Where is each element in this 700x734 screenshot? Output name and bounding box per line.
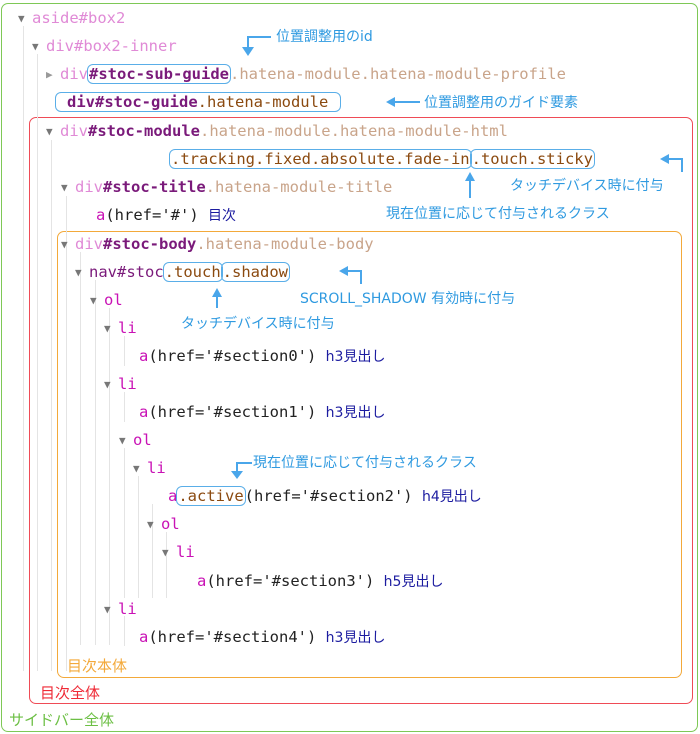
caret-down-icon[interactable]: ▼ — [18, 12, 25, 25]
indent-guide — [37, 54, 38, 671]
indent-guide — [124, 616, 125, 646]
stoc-module-extra-classes: .tracking.fixed.absolute.fade-in.touch.s… — [169, 149, 595, 169]
note-id-for-position: 位置調整用のid — [276, 29, 373, 45]
indent-guide — [95, 280, 96, 645]
arrow-down-icon — [242, 47, 254, 56]
arrow-line — [236, 462, 238, 472]
caret-down-icon[interactable]: ▼ — [90, 294, 97, 307]
tree-node-stoc-guide[interactable]: div#stoc-guide.hatena-module — [55, 91, 342, 113]
tree-node-li[interactable]: ▼li — [133, 457, 166, 479]
arrow-up-icon — [212, 288, 222, 297]
arrow-line — [347, 270, 361, 272]
tree-node-aside[interactable]: ▼aside#box2 — [18, 7, 125, 29]
tree-node-title-link[interactable]: a(href='#') 目次 — [96, 206, 237, 224]
tree-node-link-section0[interactable]: a(href='#section0') h3見出し — [139, 347, 386, 365]
arrow-line — [668, 158, 682, 160]
caret-down-icon[interactable]: ▼ — [104, 603, 111, 616]
tree-node-ol[interactable]: ▼ol — [147, 513, 180, 535]
tree-node-nav[interactable]: ▼nav#stoc.touch.shadow — [75, 261, 290, 283]
tree-node-stoc-module[interactable]: ▼div#stoc-module.hatena-module.hatena-mo… — [46, 120, 508, 142]
caret-down-icon[interactable]: ▼ — [32, 40, 39, 53]
indent-guide — [66, 196, 67, 671]
indent-guide — [124, 392, 125, 422]
note-scroll-shadow: SCROLL_SHADOW 有効時に付与 — [300, 291, 516, 307]
indent-guide — [51, 140, 52, 671]
tree-node-li[interactable]: ▼li — [162, 541, 195, 563]
arrow-line — [247, 36, 271, 38]
indent-guide — [138, 476, 139, 598]
note-by-position-active: 現在位置に応じて付与されるクラス — [253, 455, 477, 471]
indent-guide — [152, 504, 153, 598]
arrow-left-icon — [660, 154, 669, 164]
tree-node-stoc-sub-guide[interactable]: ▶div#stoc-sub-guide.hatena-module.hatena… — [46, 63, 566, 85]
arrow-up-icon — [465, 172, 475, 181]
indent-guide — [109, 308, 110, 645]
arrow-line — [216, 296, 218, 308]
note-guide-element: 位置調整用のガイド要素 — [424, 95, 578, 111]
arrow-line — [236, 462, 252, 464]
arrow-line — [469, 180, 471, 198]
tree-node-li[interactable]: ▼li — [104, 317, 137, 339]
caret-down-icon[interactable]: ▼ — [61, 238, 68, 251]
toc-region-box — [29, 117, 693, 704]
arrow-left-icon — [339, 266, 348, 276]
tree-node-link-section2-active[interactable]: a.active(href='#section2') h4見出し — [168, 486, 482, 506]
indent-guide — [124, 336, 125, 366]
toc-body-region-box — [57, 231, 682, 678]
tree-node-stoc-title[interactable]: ▼div#stoc-title.hatena-module-title — [61, 176, 392, 198]
indent-guide — [80, 252, 81, 645]
label-toc-body: 目次本体 — [67, 657, 128, 675]
caret-right-icon[interactable]: ▶ — [46, 68, 53, 81]
indent-guide — [166, 532, 167, 598]
tree-node-box2-inner[interactable]: ▼div#box2-inner — [32, 35, 177, 57]
tree-node-li[interactable]: ▼li — [104, 373, 137, 395]
caret-down-icon[interactable]: ▼ — [162, 546, 169, 559]
arrow-down-icon — [231, 471, 243, 479]
indent-guide — [23, 26, 24, 671]
arrow-line — [360, 270, 362, 284]
tree-node-ol[interactable]: ▼ol — [119, 429, 152, 451]
caret-down-icon[interactable]: ▼ — [147, 518, 154, 531]
indent-guide — [124, 448, 125, 598]
arrow-left-icon — [386, 97, 395, 107]
caret-down-icon[interactable]: ▼ — [104, 378, 111, 391]
caret-down-icon[interactable]: ▼ — [133, 462, 140, 475]
note-touch-device-nav: タッチデバイス時に付与 — [181, 316, 335, 332]
label-toc-whole: 目次全体 — [40, 684, 101, 702]
tree-node-link-section4[interactable]: a(href='#section4') h3見出し — [139, 628, 386, 646]
tree-node-stoc-body[interactable]: ▼div#stoc-body.hatena-module-body — [61, 233, 374, 255]
arrow-line — [247, 36, 249, 48]
stoc-guide-highlight: div#stoc-guide.hatena-module — [55, 92, 342, 112]
note-by-position: 現在位置に応じて付与されるクラス — [386, 206, 610, 222]
caret-down-icon[interactable]: ▼ — [75, 266, 82, 279]
arrow-line — [394, 101, 420, 103]
tree-node-link-section1[interactable]: a(href='#section1') h3見出し — [139, 403, 386, 421]
caret-down-icon[interactable]: ▼ — [119, 434, 126, 447]
tree-node-li[interactable]: ▼li — [104, 598, 137, 620]
note-touch-device: タッチデバイス時に付与 — [510, 178, 664, 194]
tree-node-link-section3[interactable]: a(href='#section3') h5見出し — [197, 572, 444, 590]
caret-down-icon[interactable]: ▼ — [104, 322, 111, 335]
caret-down-icon[interactable]: ▼ — [46, 125, 53, 138]
caret-down-icon[interactable]: ▼ — [61, 181, 68, 194]
sidebar-region-box — [1, 3, 698, 732]
label-sidebar-whole: サイドバー全体 — [9, 711, 115, 729]
arrow-line — [681, 158, 683, 172]
tree-node-ol[interactable]: ▼ol — [90, 289, 123, 311]
